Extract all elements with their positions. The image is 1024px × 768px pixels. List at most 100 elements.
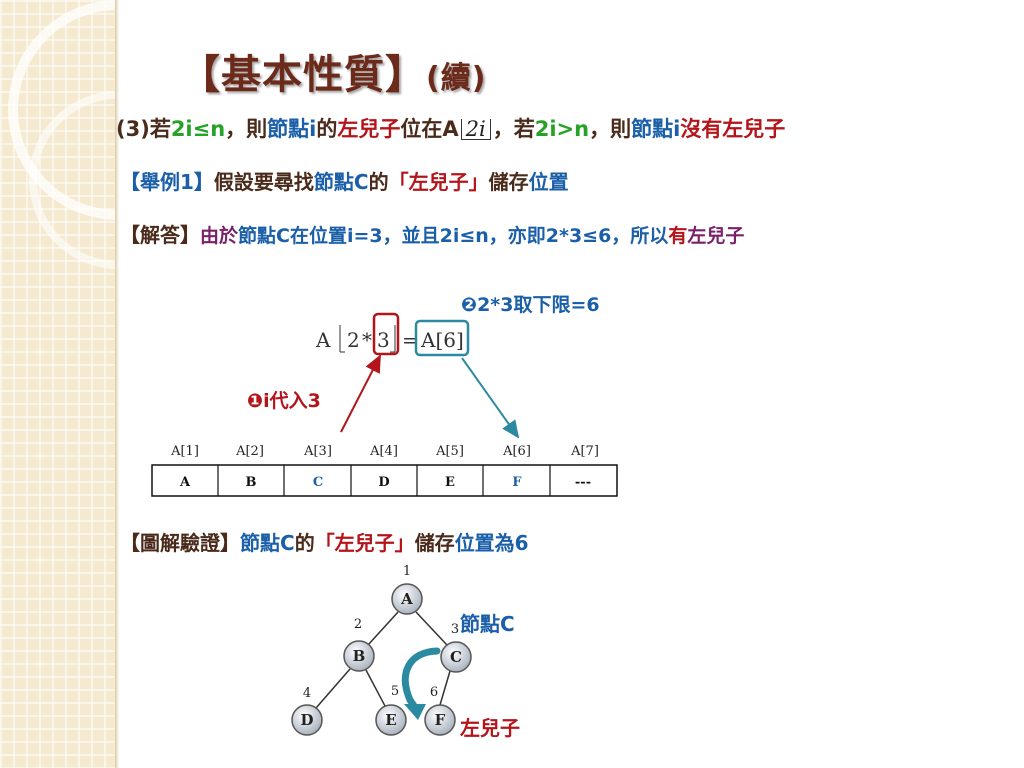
rule-node-2: 節點 — [631, 117, 674, 141]
tree-node-label: B — [353, 647, 366, 665]
rule-array: A — [442, 117, 459, 141]
answer-tag: 【解答】 — [120, 223, 200, 247]
tree-node-label: E — [385, 711, 396, 729]
tree-edge — [415, 611, 448, 646]
tree-edge — [365, 669, 386, 707]
tree-node-label: F — [435, 711, 446, 729]
array-cell: C — [313, 475, 323, 490]
sidebar-edge — [115, 0, 119, 768]
answer-line: 【解答】由於節點C在位置i=3，並且2i≤n，亦即2*3≤6，所以有左兒子 — [120, 219, 744, 248]
tree-node-circle — [424, 704, 456, 736]
example-left-child: 「左兒子」 — [388, 170, 489, 194]
answer-text-3: 有 — [668, 225, 688, 247]
array-table: A[1] A[2] A[3] A[4] A[5] A[6] A[7] A B C… — [151, 444, 618, 497]
example-node: 節點C — [313, 170, 369, 194]
example-tag: 【舉例1】 — [120, 170, 214, 194]
floor-expression: 2i — [460, 119, 491, 140]
rule-then-2: ，則 — [589, 117, 632, 141]
page-title: 【基本性質】(續) — [180, 42, 486, 100]
annotation-left-child: 左兒子 — [460, 716, 520, 740]
tree-node-circle — [291, 704, 323, 736]
array-header: A[3] — [303, 444, 332, 459]
rule-left-child: 左兒子 — [337, 117, 401, 141]
rule-of: 的 — [316, 117, 338, 141]
tree-index: 2 — [354, 617, 362, 632]
formula-two: 2 — [347, 328, 360, 352]
rule-var-2: i — [673, 117, 681, 141]
array-cell: D — [378, 475, 389, 490]
tree-index: 5 — [391, 684, 399, 699]
rule-if: 若 — [149, 117, 171, 141]
formula-result: A[6] — [420, 328, 464, 352]
verify-node: 節點C — [240, 531, 295, 555]
array-cell: B — [246, 475, 257, 490]
verify-left-child: 「左兒子」 — [314, 531, 415, 555]
rule-var: i — [309, 117, 317, 141]
tree-index: 4 — [303, 686, 311, 701]
binary-tree: 1 2 3 4 5 6 A B C D E F — [291, 564, 472, 736]
array-header: A[5] — [435, 444, 464, 459]
rule-condition-1: 2i≤n — [170, 117, 226, 141]
tree-edge — [315, 668, 351, 709]
annotation-node-c: 節點C — [460, 612, 515, 636]
sidebar-background — [0, 0, 115, 768]
arrow-to-a6 — [461, 357, 520, 439]
example-of: 的 — [368, 170, 389, 194]
rule-node: 節點 — [267, 117, 310, 141]
rule-no-left-child: 沒有左兒子 — [680, 117, 786, 141]
formula-star: * — [362, 328, 372, 352]
curved-arrow-head — [404, 704, 426, 720]
rule-number: (3) — [116, 117, 150, 141]
formula-a: A — [315, 328, 331, 352]
example-store: 儲存 — [488, 170, 529, 194]
rule-then: ，則 — [225, 117, 268, 141]
rule-else-if: ，若 — [492, 117, 535, 141]
decorative-circles — [8, 0, 115, 269]
answer-text-2: 節點C在位置i=3，並且2i≤n，亦即2*3≤6，所以 — [238, 225, 669, 247]
verify-of: 的 — [294, 531, 315, 555]
array-header: A[1] — [170, 444, 199, 459]
tree-index: 3 — [451, 622, 459, 637]
example-position: 位置 — [528, 170, 569, 194]
tree-node-label: D — [300, 711, 313, 729]
tree-node-label: A — [400, 590, 413, 608]
rule-position: 位在 — [400, 117, 443, 141]
tree-edge — [439, 670, 451, 706]
verify-tag: 【圖解驗證】 — [120, 531, 240, 555]
tree-node-circle — [375, 704, 407, 736]
verify-line: 【圖解驗證】節點C的「左兒子」儲存位置為6 — [120, 527, 529, 556]
example-line: 【舉例1】假設要尋找節點C的「左兒子」儲存位置 — [120, 166, 569, 195]
rule-condition-2: 2i>n — [534, 117, 590, 141]
tree-node-circle — [391, 583, 423, 615]
verify-store: 儲存 — [414, 531, 455, 555]
array-header: A[2] — [235, 444, 264, 459]
arrow-i-substitute — [340, 354, 381, 433]
example-text: 假設要尋找 — [213, 170, 314, 194]
array-cell: A — [179, 475, 191, 490]
annotation-step-1: ❶i代入3 — [247, 390, 321, 412]
verify-position: 位置為6 — [454, 531, 529, 555]
annotation-step-2: ❷2*3取下限=6 — [461, 294, 600, 316]
tree-index: 6 — [430, 685, 438, 700]
formula-three: 3 — [377, 328, 390, 352]
tree-node-circle — [440, 641, 472, 673]
tree-index: 1 — [403, 564, 411, 579]
array-header: A[4] — [369, 444, 398, 459]
highlight-box-result — [414, 319, 470, 357]
array-header: A[6] — [502, 444, 531, 459]
array-cell: --- — [575, 475, 591, 490]
array-cell: F — [512, 475, 522, 490]
array-cell: E — [445, 475, 455, 490]
tree-node-label: C — [450, 648, 462, 666]
floor-formula: A 2 * 3 = A[6] — [315, 325, 464, 353]
title-sub: (續) — [426, 61, 487, 96]
curved-arrow-to-left-child — [401, 647, 441, 716]
highlight-box-i — [372, 312, 400, 356]
array-header: A[7] — [570, 444, 599, 459]
title-main: 【基本性質】 — [180, 52, 426, 98]
tree-node-circle — [343, 640, 375, 672]
tree-edge — [367, 611, 399, 646]
answer-text-4: 左兒子 — [687, 225, 745, 247]
